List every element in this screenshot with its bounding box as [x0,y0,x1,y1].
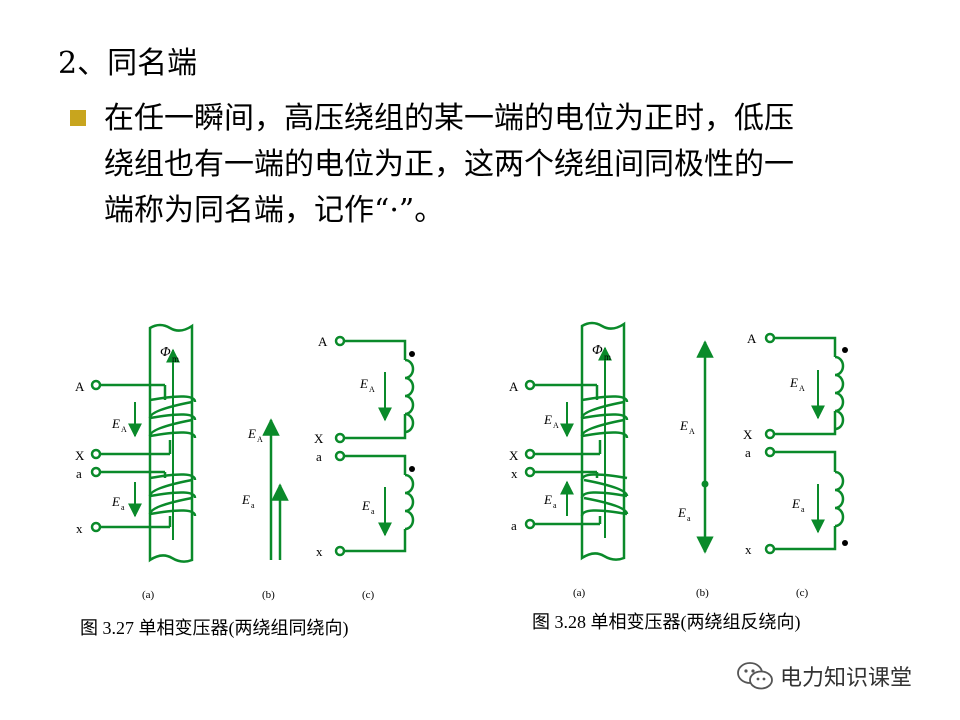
fig-327-a-Ea: E [111,494,120,509]
fig-327-a-term-x: x [76,521,83,536]
fig-328-a-term-A: A [509,379,519,394]
fig-327-a-term-A: A [75,379,85,394]
fig-328-b-EA: E [679,418,688,433]
fig-328-c-term-a: a [745,445,751,460]
fig-327-label-b: (b) [262,589,275,601]
figure-328-caption: 图 3.28 单相变压器(两绕组反绕向) [532,612,801,632]
paragraph-line-1: 在任一瞬间，高压绕组的某一端的电位为正时，低压 [104,101,794,136]
fig-328-c-term-A: A [747,331,757,346]
fig-327-c-Ea-sub: a [371,507,375,516]
fig-327-c-EA-sub: A [369,385,375,394]
fig-327-a-EA-sub: A [121,425,127,434]
fig-327-c-dot-upper [409,351,415,357]
fig-328-a-term-x: x [511,466,518,481]
fig-328-c-terminals [764,332,776,555]
fig-328-c-dot-upper [842,347,848,353]
fig-327-c-term-x: x [316,544,323,559]
fig-328-c-EA: E [789,375,798,390]
fig-328-upper-coil [580,395,629,439]
fig-327-c-Ea: E [361,498,370,513]
fig-328-a-term-a: a [511,518,517,533]
fig-328-b-Ea: E [677,505,686,520]
fig-328-lower-coil [580,473,629,517]
fig-327-c-terminals [334,335,346,557]
fig-327-c-circuit [340,339,415,553]
fig-328-a-EA-sub: A [553,421,559,430]
fig-327-label-a: (a) [142,589,155,601]
fig-328-a-term-X: X [509,448,519,463]
fig-328-label-b: (b) [696,587,709,599]
fig-327-b-EA: E [247,426,256,441]
fig-327-flux-sub: m [172,354,179,364]
bullet-square [70,110,86,126]
fig-327-c-term-X: X [314,431,324,446]
fig-327-a-core [148,323,194,563]
fig-327-flux-label: Φ [160,345,171,360]
fig-328-c-term-x: x [745,542,752,557]
fig-328-flux-label: Φ [592,343,603,358]
paragraph-line-2: 绕组也有一端的电位为正，这两个绕组间同极性的一 [104,147,794,182]
fig-328-a-EA: E [543,412,552,427]
fig-328-c-EA-sub: A [799,384,805,393]
fig-328-a-Ea-sub: a [553,501,557,510]
fig-328-b-EA-sub: A [689,427,695,436]
watermark: 电力知识课堂 [736,660,912,692]
watermark-text: 电力知识课堂 [780,666,913,691]
fig-327-a-term-a: a [76,466,82,481]
fig-327-lower-coil [148,473,197,517]
fig-327-b-Ea-sub: a [251,501,255,510]
fig-327-c-term-A: A [318,334,328,349]
fig-327-upper-coil [148,395,197,439]
slide-title: 2、同名端 [58,46,198,81]
fig-327-c-dot-lower [409,466,415,472]
figure-327-caption: 图 3.27 单相变压器(两绕组同绕向) [80,618,349,638]
fig-327-leads [90,379,172,533]
fig-328-flux-sub: m [604,352,611,362]
fig-327-b-EA-sub: A [257,435,263,444]
fig-327-c-EA: E [359,376,368,391]
fig-327-a-term-X: X [75,448,85,463]
fig-327-a-EA: E [111,416,120,431]
fig-328-leads [524,379,602,530]
fig-327-a-Ea-sub: a [121,503,125,512]
definition-paragraph: 在任一瞬间，高压绕组的某一端的电位为正时，低压 绕组也有一端的电位为正，这两个绕… [104,96,914,234]
fig-328-a-Ea: E [543,492,552,507]
fig-327-label-c: (c) [362,589,375,601]
fig-327-b-Ea: E [241,492,250,507]
paragraph-line-3: 端称为同名端，记作“·”。 [104,193,445,228]
wechat-icon [737,662,773,690]
fig-327-c-term-a: a [316,449,322,464]
fig-328-label-c: (c) [796,587,809,599]
fig-328-a-core [580,321,626,561]
fig-328-b-Ea-sub: a [687,514,691,523]
fig-328-b-center-dot [701,480,709,488]
fig-328-c-Ea: E [791,496,800,511]
fig-328-c-dot-lower [842,540,848,546]
fig-328-c-term-X: X [743,427,753,442]
fig-328-c-circuit [770,336,845,551]
fig-328-label-a: (a) [573,587,586,599]
fig-328-c-Ea-sub: a [801,505,805,514]
